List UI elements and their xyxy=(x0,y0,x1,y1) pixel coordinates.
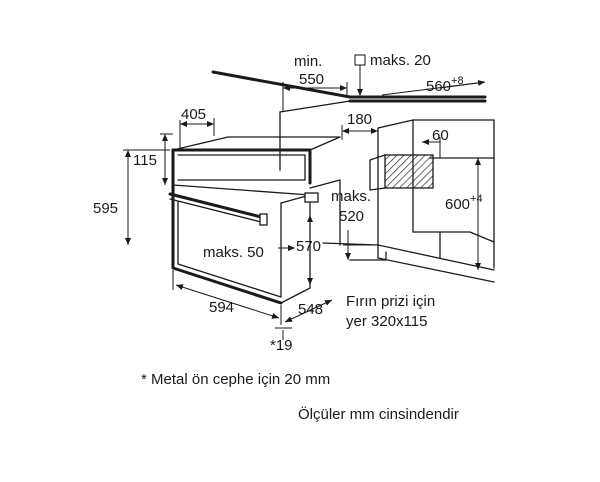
socket-area xyxy=(369,154,434,191)
label-maks: maks. xyxy=(331,188,371,205)
label-min: min. xyxy=(294,53,322,70)
label-550: 550 xyxy=(299,71,324,88)
label-60: 60 xyxy=(432,127,449,144)
label-600-value: 600 xyxy=(445,196,470,213)
label-maks-50: maks. 50 xyxy=(203,244,264,261)
metal-front-note: * Metal ön cephe için 20 mm xyxy=(141,371,331,388)
cabinet-niche xyxy=(211,70,495,283)
label-560: 560+8 xyxy=(426,75,464,95)
label-560-value: 560 xyxy=(426,78,451,95)
label-594: 594 xyxy=(209,299,234,316)
label-socket-line2: yer 320x115 xyxy=(346,313,427,330)
label-115: 115 xyxy=(133,152,157,169)
label-570: 570 xyxy=(296,238,321,255)
label-maks-20: maks. 20 xyxy=(370,52,431,69)
label-600-tolerance: +4 xyxy=(470,193,483,205)
label-600: 600+4 xyxy=(445,193,483,213)
units-note: Ölçüler mm cinsindendir xyxy=(298,406,459,423)
dimension-lines xyxy=(123,54,486,340)
label-socket-line1: Fırın prizi için xyxy=(346,293,435,310)
label-560-tolerance: +8 xyxy=(451,75,464,87)
label-180: 180 xyxy=(347,111,372,128)
label-520: 520 xyxy=(339,208,364,225)
oven-body xyxy=(168,136,341,305)
label-595: 595 xyxy=(93,200,118,217)
label-548: 548 xyxy=(298,301,323,318)
label-star-19: *19 xyxy=(270,337,293,354)
label-405: 405 xyxy=(181,106,206,123)
